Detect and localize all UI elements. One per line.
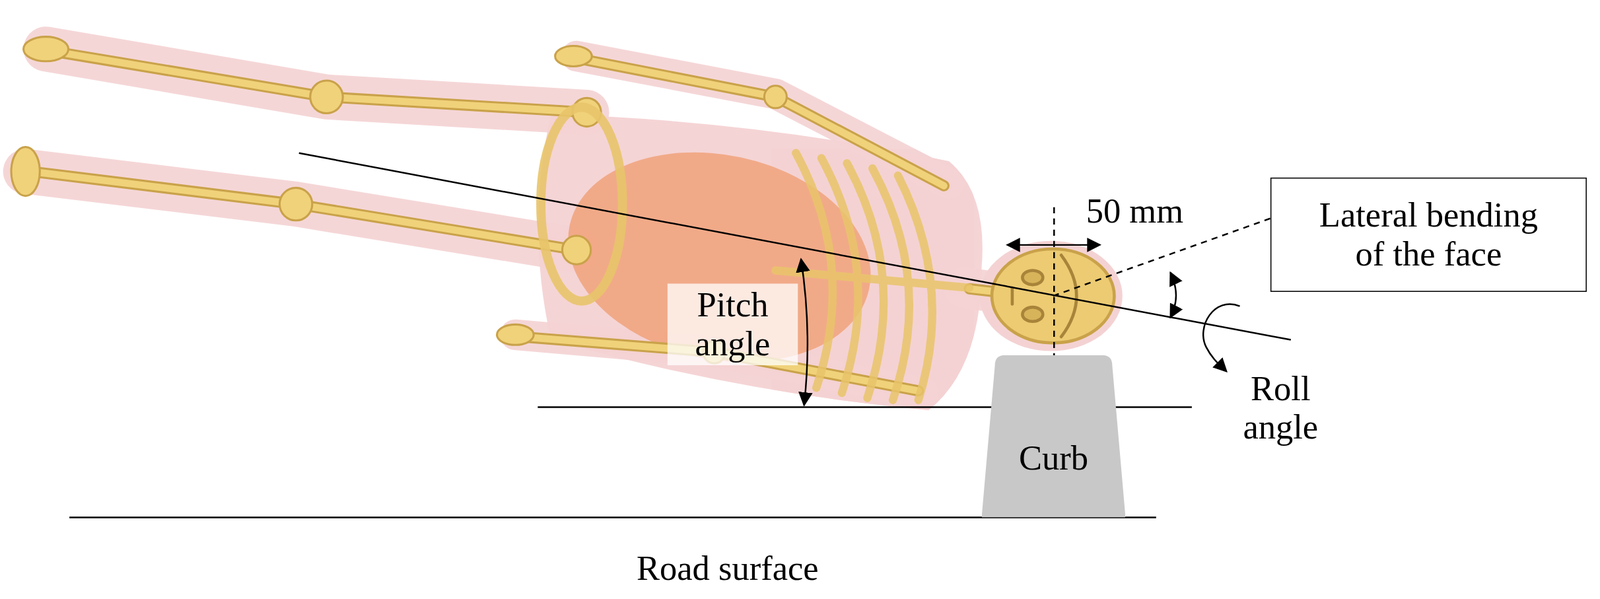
curb-block: Curb — [981, 355, 1126, 518]
curb-label: Curb — [981, 438, 1126, 478]
callout-text: Lateral bending of the face — [1302, 196, 1556, 275]
dimension-label: 50 mm — [1086, 191, 1184, 231]
curb-shape — [981, 355, 1126, 518]
dimension-label: Roll angle — [1219, 369, 1342, 448]
curb-outline — [981, 355, 1126, 518]
reference-lines — [69, 153, 1291, 518]
surface-label: Road surface — [636, 548, 819, 588]
callout-box: Lateral bending of the face — [1270, 177, 1587, 292]
head-skin — [979, 241, 1122, 352]
organs — [548, 125, 891, 389]
dimension-label: Pitch angle — [667, 283, 799, 366]
skeleton — [11, 36, 1114, 401]
